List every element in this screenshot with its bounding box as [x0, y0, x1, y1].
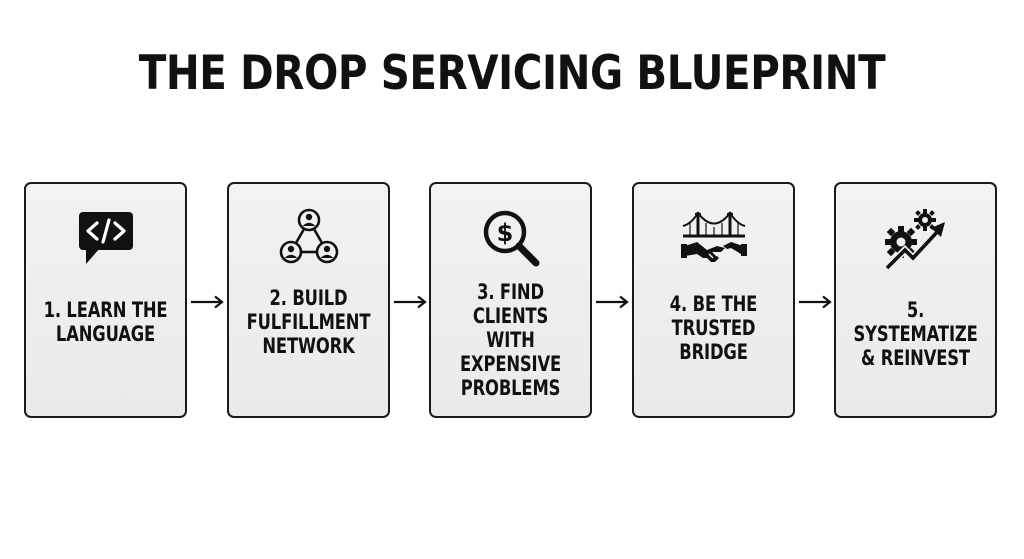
- arrow-3-to-4: [595, 295, 629, 309]
- dollar-magnifier-icon: $: [478, 206, 544, 272]
- step-1-label: 1. LEARN THE LANGUAGE: [43, 298, 168, 346]
- step-2-label: 2. BUILD FULFILLMENT NETWORK: [246, 286, 371, 358]
- arrow-4-to-5: [798, 295, 832, 309]
- network-people-icon: [276, 206, 342, 272]
- gears-growth-icon: [883, 206, 949, 272]
- arrow-2-to-3: [393, 295, 427, 309]
- page-title: THE DROP SERVICING BLUEPRINT: [138, 46, 886, 101]
- step-2-box: 2. BUILD FULFILLMENT NETWORK: [227, 182, 390, 418]
- svg-text:$: $: [496, 219, 513, 247]
- code-chat-icon: [73, 206, 139, 272]
- step-4-box: 4. BE THE TRUSTED BRIDGE: [632, 182, 795, 418]
- arrow-1-to-2: [190, 295, 224, 309]
- bridge-handshake-icon: [680, 206, 747, 272]
- step-3-label: 3. FIND CLIENTS WITH EXPENSIVE PROBLEMS: [459, 280, 562, 400]
- step-3-box: $ 3. FIND CLIENTS WITH EXPENSIVE PROBLEM…: [429, 182, 592, 418]
- step-5-box: 5. SYSTEMATIZE & REINVEST: [834, 182, 997, 418]
- step-4-label: 4. BE THE TRUSTED BRIDGE: [669, 292, 758, 364]
- step-5-label: 5. SYSTEMATIZE & REINVEST: [853, 298, 978, 370]
- step-1-box: 1. LEARN THE LANGUAGE: [24, 182, 187, 418]
